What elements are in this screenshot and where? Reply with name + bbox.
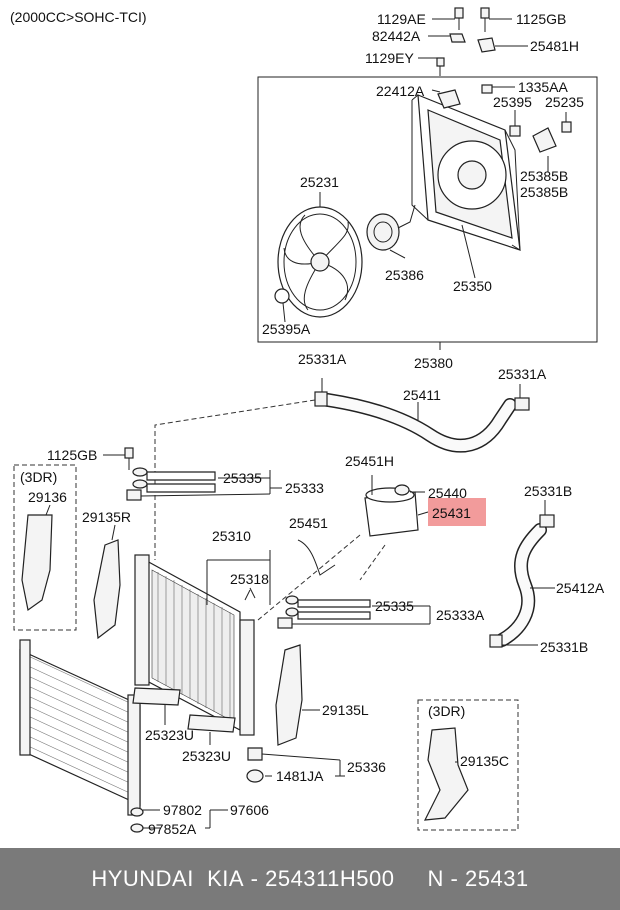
label-25412A: 25412A (556, 580, 605, 596)
air-guard-29135R (93, 539, 121, 640)
highlight-25431 (428, 498, 486, 526)
label-25331B-top: 25331B (524, 483, 572, 499)
label-25235: 25235 (545, 94, 584, 110)
label-25386: 25386 (385, 267, 424, 283)
label-25231: 25231 (300, 174, 339, 190)
radiator (134, 550, 271, 736)
condenser (19, 639, 228, 833)
cooling-fan (277, 206, 363, 318)
footer-gap (394, 866, 427, 892)
label-25335-top: 25335 (223, 470, 262, 486)
dashed-references (154, 399, 386, 621)
drain-plug (246, 747, 345, 783)
footer-separator-2: - (443, 866, 465, 891)
mounting-hardware (103, 447, 282, 501)
air-guard-29135C (423, 727, 469, 821)
footer-brand: HYUNDAI KIA (91, 866, 245, 891)
air-guard-29135L (275, 644, 303, 746)
air-guard-29136 (21, 514, 53, 612)
label-25331A-left: 25331A (298, 351, 347, 367)
label-29135L: 29135L (322, 702, 369, 718)
label-25411: 25411 (403, 387, 441, 403)
reservoir-tank (297, 475, 429, 576)
mid-hardware (277, 595, 431, 629)
label-25336: 25336 (347, 759, 386, 775)
footer-part-number: 254311H500 (265, 866, 395, 891)
upper-hose (314, 378, 530, 453)
label-25323U-2: 25323U (182, 748, 231, 764)
label-25431: 25431 (432, 505, 471, 521)
3dr-left-box (13, 464, 77, 631)
label-82442A: 82442A (372, 28, 421, 44)
top-hardware (274, 7, 572, 304)
label-25395: 25395 (493, 94, 532, 110)
label-1129AE: 1129AE (377, 11, 426, 27)
fan-assembly-box (257, 76, 598, 343)
label-29136: 29136 (28, 489, 67, 505)
label-22412A: 22412A (376, 83, 425, 99)
part-number-footer: HYUNDAI KIA - 254311H500 N - 25431 (0, 848, 620, 910)
engine-spec-heading: (2000CC>SOHC-TCI) (10, 9, 147, 25)
label-25380: 25380 (414, 355, 453, 371)
label-29135C: 29135C (460, 753, 509, 769)
label-25451H: 25451H (345, 453, 394, 469)
label-1129EY: 1129EY (365, 50, 414, 66)
label-25440: 25440 (428, 485, 467, 501)
top-leader-lines (282, 18, 567, 350)
label-25333A: 25333A (436, 607, 485, 623)
label-25331B-bottom: 25331B (540, 639, 588, 655)
label-97802: 97802 (163, 802, 202, 818)
fan-motor (366, 204, 416, 251)
label-1125GB-top: 1125GB (516, 11, 566, 27)
label-25333: 25333 (285, 480, 324, 496)
label-25350: 25350 (453, 278, 492, 294)
insulator-strips (132, 687, 236, 745)
label-3dr-left: (3DR) (20, 469, 57, 485)
radiator-cooling-diagram: (2000CC>SOHC-TCI) (10, 7, 605, 837)
footer-n-value: 25431 (464, 866, 529, 891)
fan-shroud (411, 94, 521, 251)
label-25318: 25318 (230, 571, 269, 587)
label-97852A: 97852A (148, 821, 197, 837)
label-25481H: 25481H (530, 38, 579, 54)
label-25385B-1: 25385B (520, 168, 568, 184)
label-25323U-1: 25323U (145, 727, 194, 743)
label-1481JA: 1481JA (276, 768, 324, 784)
lower-hose (489, 500, 555, 648)
label-25335-mid: 25335 (375, 598, 414, 614)
label-1335AA: 1335AA (518, 79, 568, 95)
label-25395A: 25395A (262, 321, 311, 337)
label-25331A-right: 25331A (498, 366, 547, 382)
label-1125GB-mid: 1125GB (47, 447, 97, 463)
3dr-right-box (417, 699, 519, 831)
label-25451: 25451 (289, 515, 328, 531)
label-25385B-2: 25385B (520, 184, 568, 200)
label-29135R: 29135R (82, 509, 131, 525)
label-3dr-right: (3DR) (428, 703, 465, 719)
label-25310: 25310 (212, 528, 251, 544)
footer-separator-1: - (244, 866, 266, 891)
footer-n-label: N (427, 866, 444, 891)
label-97606: 97606 (230, 802, 269, 818)
